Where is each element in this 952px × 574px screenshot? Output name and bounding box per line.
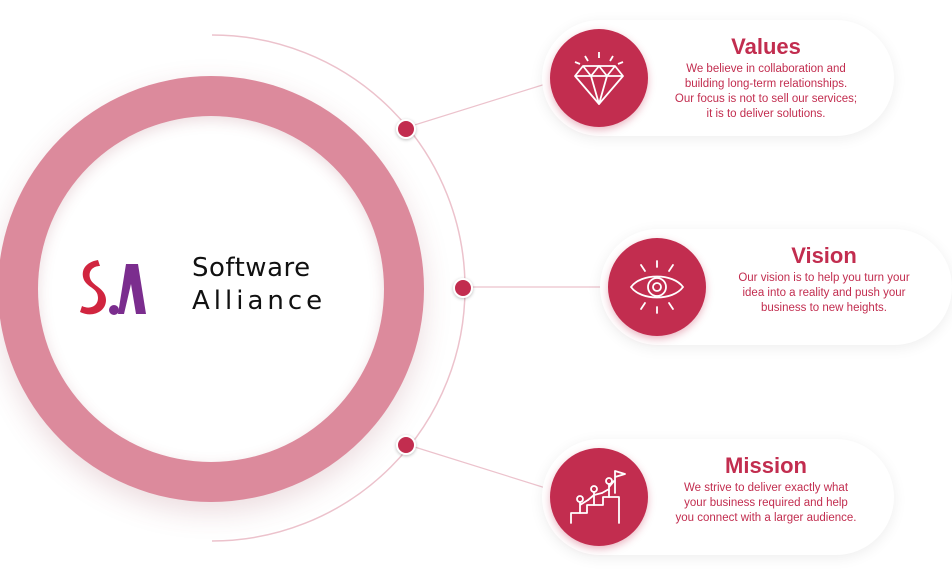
vision-text: Vision Our vision is to help you turn yo… [718, 243, 930, 316]
values-card: Values We believe in collaboration and b… [542, 20, 894, 136]
values-title: Values [731, 34, 801, 59]
logo-wordmark: Software Alliance [192, 252, 326, 318]
vision-dot [453, 278, 473, 298]
brand-ring [0, 76, 424, 502]
mission-description: We strive to deliver exactly what your b… [675, 482, 857, 524]
connector-values [404, 81, 553, 129]
software-alliance-logo: Software Alliance [76, 252, 356, 322]
values-text: Values We believe in collaboration and b… [654, 34, 878, 122]
logo-word-software: Software [192, 253, 311, 283]
vision-badge [608, 238, 706, 336]
mission-card: Mission We strive to deliver exactly wha… [542, 439, 894, 555]
values-dot [396, 119, 416, 139]
mission-dot [396, 435, 416, 455]
vision-description: Our vision is to help you turn your idea… [738, 272, 910, 314]
mission-badge [550, 448, 648, 546]
logo-mark [80, 260, 146, 315]
diamond-icon [574, 52, 624, 105]
mission-title: Mission [725, 453, 807, 478]
vision-title: Vision [791, 243, 857, 268]
vision-card: Vision Our vision is to help you turn yo… [600, 229, 952, 345]
values-description: We believe in collaboration and building… [674, 63, 858, 120]
logo-word-alliance: Alliance [192, 286, 327, 316]
values-badge [550, 29, 648, 127]
connector-mission [404, 443, 553, 491]
eye-icon [629, 260, 685, 314]
mission-text: Mission We strive to deliver exactly wha… [654, 453, 878, 526]
team-summit-icon [570, 470, 626, 524]
